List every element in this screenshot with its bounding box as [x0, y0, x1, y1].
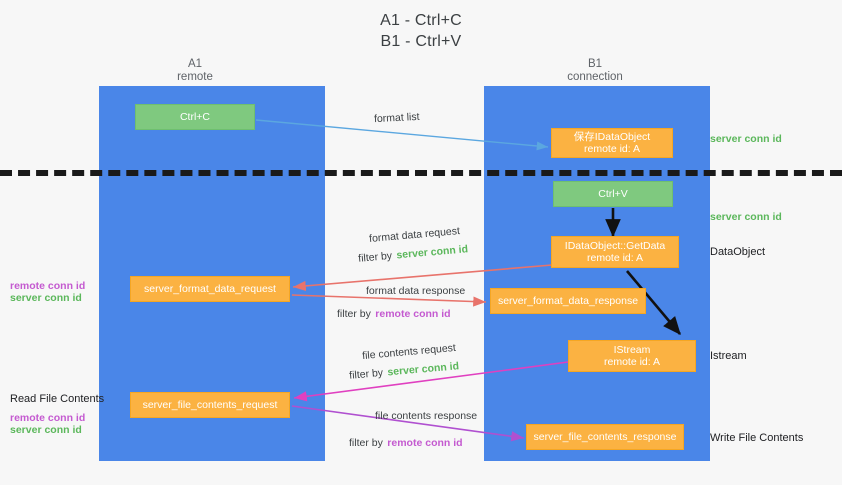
box-server-format-data-response-label: server_format_data_response — [497, 294, 639, 307]
box-server-format-data-request-label: server_format_data_request — [144, 282, 276, 295]
filter-by-text-1: filter by — [357, 249, 393, 265]
title-line-2: B1 - Ctrl+V — [380, 33, 462, 50]
note-write-file-contents: Write File Contents — [710, 432, 804, 444]
box-ctrl-v[interactable]: Ctrl+V — [553, 181, 673, 207]
box-server-file-contents-request-label: server_file_contents_request — [142, 398, 278, 411]
note-file-remote-conn-id: remote conn id — [10, 412, 86, 424]
box-save-idataobject-subtitle: remote id: A — [583, 143, 641, 155]
server-conn-id-text-2: server conn id — [386, 360, 460, 379]
server-conn-id-text-1: server conn id — [395, 243, 469, 262]
box-ctrl-v-label: Ctrl+V — [598, 187, 628, 200]
box-server-format-data-response[interactable]: server_format_data_response — [490, 288, 646, 314]
note-format-remote-conn-id: remote conn id — [10, 280, 86, 292]
note-read-file-contents: Read File Contents — [10, 393, 105, 405]
lane-header-a1: A1 remote — [120, 58, 270, 84]
remote-conn-id-text-2: remote conn id — [387, 437, 463, 449]
box-server-format-data-request[interactable]: server_format_data_request — [130, 276, 290, 302]
lane-a1-role: remote — [177, 71, 213, 83]
remote-conn-id-text-1: remote conn id — [375, 308, 451, 320]
box-istream-subtitle: remote id: A — [603, 356, 661, 368]
title-line-1: A1 - Ctrl+C — [380, 12, 462, 29]
label-filter-by-remote-conn-id-2: filter by remote conn id — [349, 433, 463, 451]
filter-by-text-2: filter by — [337, 308, 371, 320]
box-idataobject-getdata[interactable]: IDataObject::GetData remote id: A — [551, 236, 679, 268]
box-save-idataobject[interactable]: 保存IDataObject remote id: A — [551, 128, 673, 158]
filter-by-text-4: filter by — [349, 437, 383, 449]
box-ctrl-c-label: Ctrl+C — [179, 110, 211, 123]
box-server-file-contents-response-label: server_file_contents_response — [533, 430, 677, 443]
box-save-idataobject-title: 保存IDataObject — [573, 130, 651, 143]
note-format-server-conn-id: server conn id — [10, 292, 82, 304]
phase-separator — [0, 170, 842, 176]
box-server-file-contents-response[interactable]: server_file_contents_response — [526, 424, 684, 450]
note-file-server-conn-id: server conn id — [10, 424, 82, 436]
note-istream: Istream — [710, 350, 747, 362]
box-istream-title: IStream — [613, 343, 651, 356]
page-title: A1 - Ctrl+C B1 - Ctrl+V — [0, 10, 842, 52]
label-filter-by-remote-conn-id-1: filter by remote conn id — [337, 304, 451, 322]
label-format-list: format list — [373, 110, 420, 126]
box-ctrl-c[interactable]: Ctrl+C — [135, 104, 255, 130]
box-server-file-contents-request[interactable]: server_file_contents_request — [130, 392, 290, 418]
label-format-data-response: format data response — [366, 285, 466, 297]
box-getdata-subtitle: remote id: A — [586, 252, 644, 264]
box-istream[interactable]: IStream remote id: A — [568, 340, 696, 372]
label-file-contents-response: file contents response — [375, 410, 478, 422]
note-dataobject: DataObject — [710, 246, 766, 258]
note-server-conn-id-1: server conn id — [710, 133, 782, 145]
lane-header-b1: B1 connection — [520, 58, 670, 84]
lane-a1-name: A1 — [187, 58, 203, 70]
lane-b1-role: connection — [567, 71, 623, 83]
note-server-conn-id-2: server conn id — [710, 211, 782, 223]
box-getdata-title: IDataObject::GetData — [564, 239, 666, 252]
lane-b1-name: B1 — [587, 58, 603, 70]
filter-by-text-3: filter by — [348, 366, 384, 382]
